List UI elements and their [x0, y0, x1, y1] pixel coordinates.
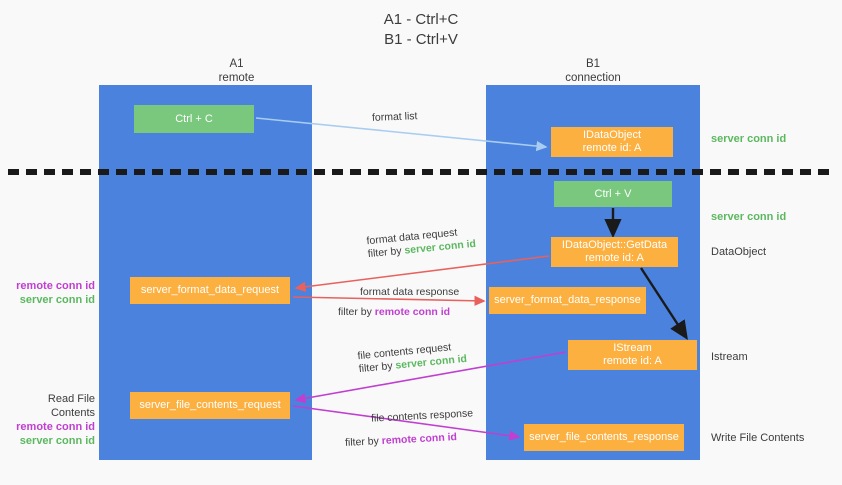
- box-server-file-contents-request[interactable]: server_file_contents_request: [130, 392, 290, 419]
- annotation-istream: Istream: [711, 351, 748, 363]
- box-get-data-object-line2: remote id: A: [582, 142, 642, 154]
- page-title: A1 - Ctrl+C B1 - Ctrl+V: [0, 10, 842, 50]
- annotation-read-file-contents: Read File Contents: [47, 393, 95, 419]
- title-line-2: B1 - Ctrl+V: [384, 31, 458, 48]
- annotation-server-conn-id-2: server conn id: [19, 435, 95, 447]
- box-idataobject-getdata-line1: IDataObject::GetData: [561, 239, 668, 251]
- box-ctrl-c[interactable]: Ctrl + C: [134, 105, 254, 133]
- annotation-remote-conn-id-2: remote conn id: [16, 421, 95, 433]
- box-server-format-data-request[interactable]: server_format_data_request: [130, 277, 290, 304]
- column-a1-sublabel: remote: [218, 72, 255, 84]
- arrow-label-format-data-response: format data response: [360, 286, 460, 298]
- box-ctrl-v-label: Ctrl + V: [594, 187, 632, 200]
- arrow-label-format-list: format list: [371, 110, 418, 124]
- filter-value-4: remote conn id: [381, 431, 458, 447]
- box-istream-line2: remote id: A: [603, 355, 662, 367]
- annotation-conn-ids-format: remote conn id server conn id: [10, 279, 95, 307]
- box-server-format-data-response[interactable]: server_format_data_response: [489, 287, 646, 314]
- filter-prefix-4: filter by: [344, 435, 383, 449]
- column-b1-sublabel: connection: [565, 72, 621, 84]
- annotation-data-object: DataObject: [711, 246, 767, 258]
- annotation-server-conn-id-top: server conn id: [711, 133, 787, 145]
- arrow-label-file-contents-response-filter: filter by remote conn id: [345, 431, 458, 450]
- annotation-remote-conn-id-1: remote conn id: [16, 280, 95, 292]
- filter-value-2: remote conn id: [374, 306, 451, 318]
- box-idataobject-getdata-line2: remote id: A: [585, 252, 644, 264]
- filter-prefix-3: filter by: [358, 359, 396, 376]
- arrow-label-file-contents-request: file contents request filter by server c…: [357, 340, 468, 376]
- box-get-data-object-line1: IDataObject: [582, 129, 642, 141]
- box-istream-line1: IStream: [613, 342, 652, 354]
- annotation-write-file-contents: Write File Contents: [711, 432, 805, 444]
- annotation-conn-ids-file: Read File Contents remote conn id server…: [10, 392, 95, 448]
- annotation-server-conn-id-1: server conn id: [19, 294, 95, 306]
- box-ctrl-c-label: Ctrl + C: [175, 112, 213, 125]
- box-get-data-object[interactable]: IDataObject remote id: A: [551, 127, 673, 157]
- box-ctrl-v[interactable]: Ctrl + V: [554, 181, 672, 207]
- column-b1-name: B1: [585, 58, 601, 70]
- annotation-server-conn-id-mid: server conn id: [711, 211, 787, 223]
- box-istream[interactable]: IStream remote id: A: [568, 340, 697, 370]
- box-server-file-contents-response[interactable]: server_file_contents_response: [524, 424, 684, 451]
- box-server-file-contents-response-label: server_file_contents_response: [529, 431, 679, 443]
- column-a1-name: A1: [229, 58, 244, 70]
- box-idataobject-getdata[interactable]: IDataObject::GetData remote id: A: [551, 237, 678, 267]
- box-server-file-contents-request-label: server_file_contents_request: [139, 399, 281, 411]
- box-server-format-data-request-label: server_format_data_request: [140, 284, 280, 296]
- filter-prefix-1: filter by: [367, 244, 405, 261]
- column-header-b1: B1 connection: [486, 57, 700, 85]
- arrow-label-format-data-response-filter: filter by remote conn id: [338, 306, 450, 319]
- arrow-label-format-data-request: format data request filter by server con…: [366, 225, 477, 261]
- box-server-format-data-response-label: server_format_data_response: [494, 294, 641, 306]
- title-line-1: A1 - Ctrl+C: [383, 11, 459, 28]
- filter-prefix-2: filter by: [338, 306, 375, 318]
- column-header-a1: A1 remote: [99, 57, 374, 85]
- arrow-label-file-contents-response: file contents response: [370, 407, 474, 425]
